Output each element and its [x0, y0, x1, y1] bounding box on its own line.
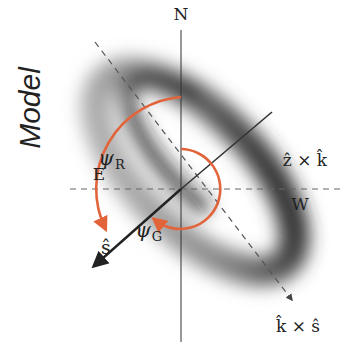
psi-g-arc [155, 149, 220, 229]
north-label: N [174, 6, 189, 23]
axis-label: ŝ [101, 238, 111, 257]
angle-symbol: ψ [135, 220, 151, 240]
panel-title: Model [15, 67, 45, 149]
ring-image [63, 40, 326, 303]
angle-subscript: G [152, 230, 162, 243]
north-axis [181, 30, 182, 342]
east-west-axis [70, 189, 340, 190]
angle-subscript: R [115, 158, 125, 171]
psi-r-arc [96, 97, 181, 228]
axis-label: k̂ × ŝ [276, 318, 320, 335]
east-label: E [93, 166, 105, 183]
west-label: W [291, 196, 308, 213]
axis-label: ẑ × k̂ [283, 152, 327, 169]
angle-symbol: ψ [98, 148, 114, 168]
kxs-axis [95, 42, 292, 300]
